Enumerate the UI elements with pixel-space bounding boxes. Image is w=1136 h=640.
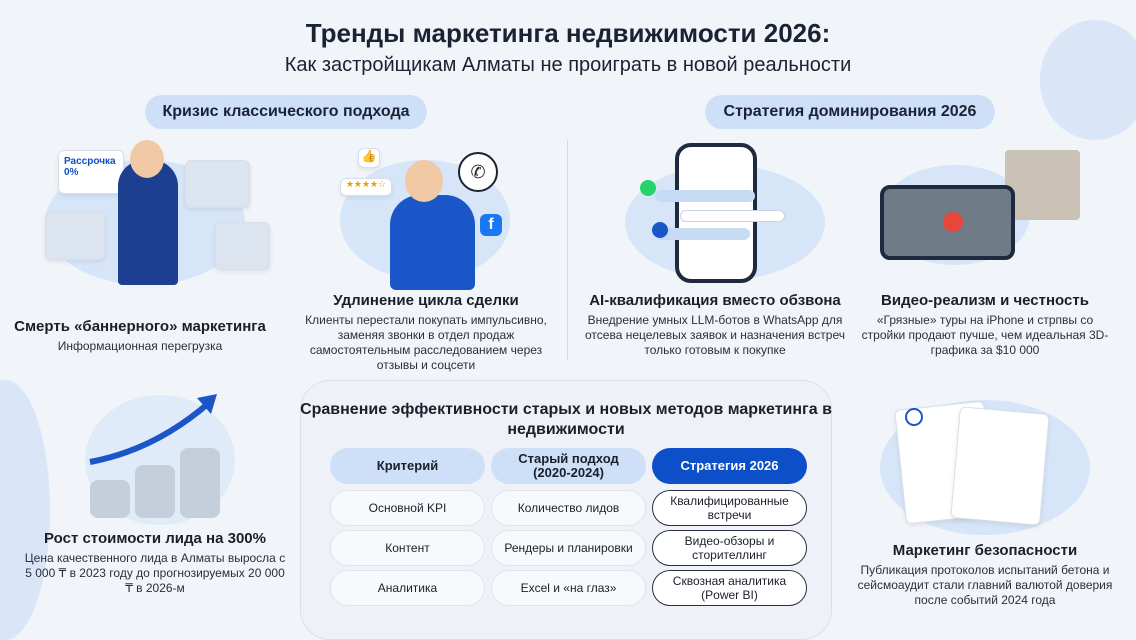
header-old: Старый подход (2020-2024)	[491, 448, 646, 484]
installment-banner: Рассрочка 0%	[58, 150, 124, 194]
decor-blob	[0, 380, 50, 640]
card-title: Смерть «баннерного» маркетинга	[14, 318, 266, 335]
facebook-icon: f	[480, 214, 502, 236]
phone-icon: ✆	[458, 152, 498, 192]
card-title: AI-квалификация вместо обзвона	[589, 292, 841, 309]
divider	[567, 140, 568, 360]
decor-blob	[1040, 20, 1136, 140]
card-title: Рост стоимости лида на 300%	[44, 530, 266, 547]
table-cell: Основной KPI	[330, 490, 485, 526]
card-text: Цена качественного лида в Алматы выросла…	[24, 551, 286, 595]
section-pill-crisis: Кризис классического подхода	[145, 95, 427, 129]
section-pill-strategy: Стратегия доминирования 2026	[705, 95, 995, 129]
table-cell: Количество лидов	[491, 490, 646, 526]
table-cell: Контент	[330, 530, 485, 566]
thumbs-up-icon: 👍	[358, 148, 380, 168]
whatsapp-icon	[640, 180, 656, 196]
building-photo	[1005, 150, 1080, 220]
table-cell: Сквозная аналитика (Power BI)	[652, 570, 807, 606]
seal-icon	[905, 408, 923, 426]
growth-arrow-icon	[89, 394, 217, 465]
table-cell: Excel и «на глаз»	[491, 570, 646, 606]
person-figure	[118, 160, 178, 285]
table-cell: Видео-обзоры и сторителлинг	[652, 530, 807, 566]
card-text: Публикация протоколов испытаний бетона и…	[857, 563, 1113, 607]
card-text: Внедрение умных LLM-ботов в WhatsApp для…	[585, 313, 845, 357]
seismic-audit-document	[950, 406, 1050, 526]
page-subtitle: Как застройщикам Алматы не проиграть в н…	[284, 54, 852, 76]
card-text: «Грязные» туры на iPhone и стрпвы со стр…	[861, 313, 1109, 357]
rating-stars-icon: ★★★★☆	[340, 178, 392, 196]
page-title: Тренды маркетинга недвижимости 2026:	[305, 18, 831, 48]
person-figure	[390, 195, 475, 290]
card-title: Удлинение цикла сделки	[333, 292, 519, 309]
comparison-title: Сравнение эффективности старых и новых м…	[300, 401, 832, 438]
header-new: Стратегия 2026	[652, 448, 807, 484]
card-title: Маркетинг безопасности	[892, 542, 1078, 559]
eye-icon	[652, 222, 668, 238]
card-text: Информационная перегрузка	[57, 339, 223, 353]
card-title: Видео-реализм и честность	[881, 292, 1089, 309]
table-cell: Рендеры и планировки	[491, 530, 646, 566]
header-criterion: Критерий	[330, 448, 485, 484]
card-text: Клиенты перестали покупать импульсивно, …	[305, 313, 547, 372]
table-cell: Квалифицированные встречи	[652, 490, 807, 526]
table-cell: Аналитика	[330, 570, 485, 606]
play-icon	[943, 212, 963, 232]
